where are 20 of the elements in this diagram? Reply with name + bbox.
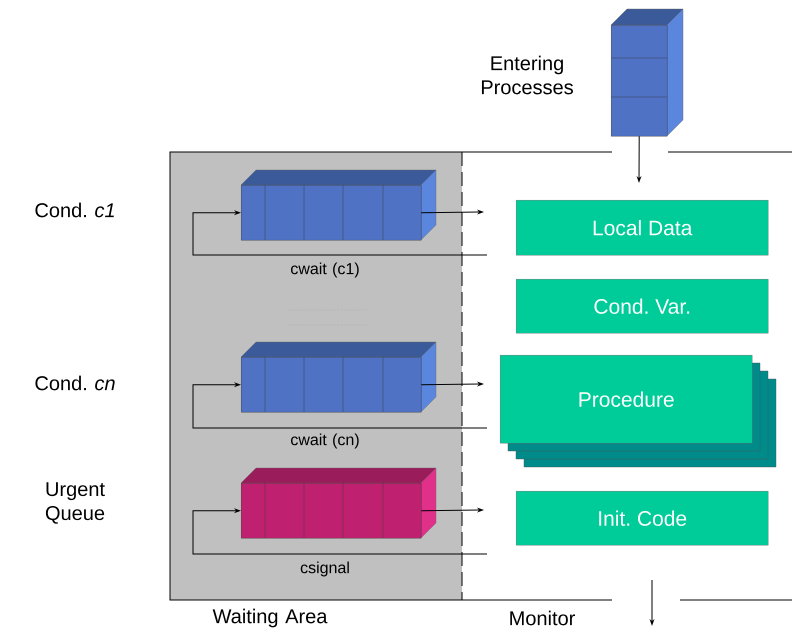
queue-drawing	[240, 342, 436, 412]
operation-label: cwait (c1)	[291, 262, 359, 278]
condition-label: Cond. cn	[35, 376, 115, 390]
monitor-box: Local Data	[516, 200, 768, 256]
queue-drawing	[240, 468, 436, 538]
procedure-stack: Procedure	[500, 355, 776, 468]
operation-label: csignal	[300, 562, 349, 576]
queue-label: Entering Processes	[482, 56, 573, 94]
monitor-box: Init. Code	[516, 491, 768, 546]
operation-label: cwait (cn)	[291, 434, 359, 448]
area-label: Waiting Area	[212, 608, 328, 628]
monitor-box: Cond. Var.	[516, 279, 768, 334]
queue-drawing	[240, 170, 436, 240]
arrow	[192, 382, 488, 428]
arrow	[192, 508, 488, 554]
queue-label: Urgent Queue	[46, 482, 105, 524]
area-label: Monitor	[510, 610, 575, 626]
queue-drawing	[610, 8, 684, 136]
arrow	[192, 210, 488, 256]
condition-label: Cond. c1	[35, 202, 114, 218]
